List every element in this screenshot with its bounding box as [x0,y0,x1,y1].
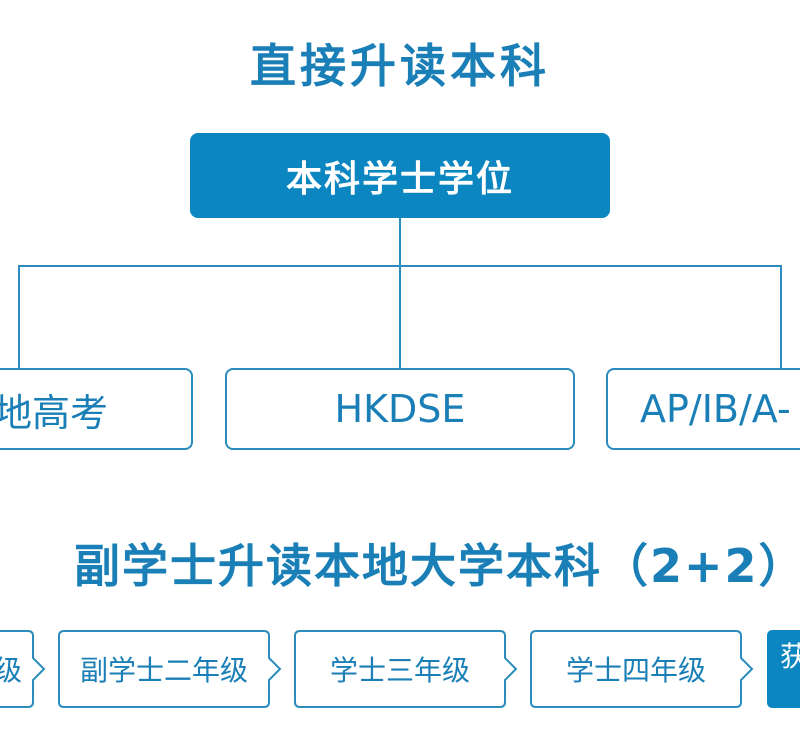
connector-root-stem [399,218,401,266]
step-label: 获 [780,640,800,673]
child-node-hkdse: HKDSE [225,368,575,450]
step-label: 学士四年级 [565,654,706,687]
section1-title: 直接升读本科 [250,39,550,93]
step-label: 副学士二年级 [79,654,248,687]
root-node: 本科学士学位 [190,133,610,218]
step-label: 学士三年级 [329,654,470,687]
child-node-label: AP/IB/A- [640,387,791,431]
connector-left-drop [18,265,20,368]
child-node-label: HKDSE [334,387,466,431]
connector-right-drop [780,265,782,368]
child-node-gaokao: 地高考 [0,368,193,450]
step-associate-year1: 级 [0,630,48,708]
step-bachelor-year4: 学士四年级 [529,630,755,708]
child-node-ap-ib: AP/IB/A- [606,368,800,450]
connector-middle-drop [399,265,401,368]
section2-title: 副学士升读本地大学本科（2+2） [74,539,800,593]
step-label: 级 [0,654,23,687]
root-node-label: 本科学士学位 [285,158,514,200]
step-obtain-degree: 获 [766,630,800,708]
step-bachelor-year3: 学士三年级 [293,630,519,708]
step-associate-year2: 副学士二年级 [57,630,283,708]
child-node-label: 地高考 [0,390,109,435]
